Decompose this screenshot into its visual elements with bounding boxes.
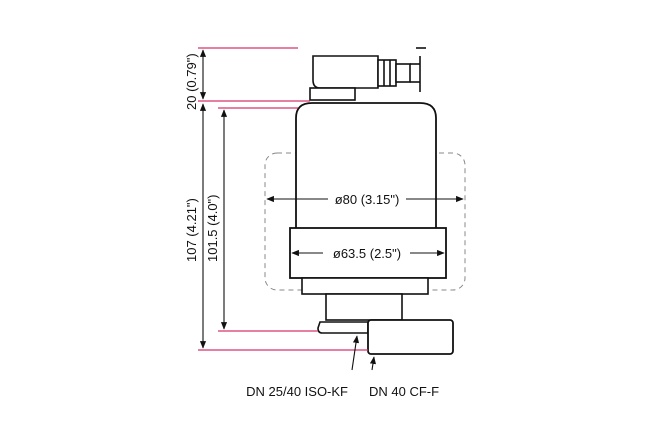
main-body bbox=[295, 102, 437, 228]
horizontal-dimension-lines bbox=[266, 195, 464, 257]
lower-body bbox=[301, 277, 429, 295]
dim-top-height: 20 (0.79") bbox=[184, 53, 199, 110]
iso-kf-flange bbox=[317, 321, 369, 334]
cf-f-flange bbox=[367, 319, 454, 355]
label-iso-kf: DN 25/40 ISO-KF bbox=[246, 384, 348, 399]
dim-total-height: 107 (4.21") bbox=[184, 198, 199, 262]
callout-arrows bbox=[351, 335, 376, 371]
dim-outer-diameter: ø80 (3.15") bbox=[335, 192, 400, 207]
dim-flange-diameter: ø63.5 (2.5") bbox=[333, 246, 401, 261]
reference-lines bbox=[198, 47, 368, 351]
dim-body-height: 101.5 (4.0") bbox=[205, 195, 220, 263]
connector-neck bbox=[309, 87, 356, 101]
cable-connector bbox=[312, 47, 426, 92]
stem bbox=[325, 293, 403, 321]
vertical-dimension-lines bbox=[199, 49, 228, 349]
label-cf-f: DN 40 CF-F bbox=[369, 384, 439, 399]
